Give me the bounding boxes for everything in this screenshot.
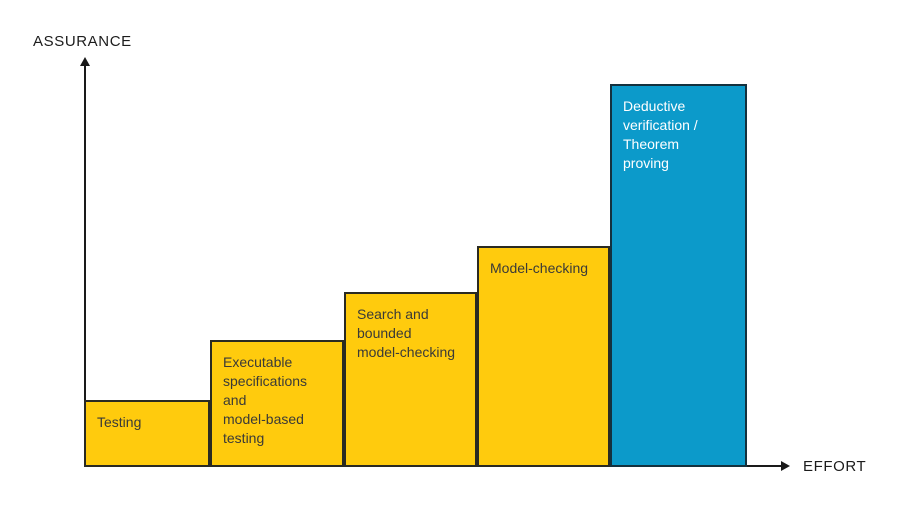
bar-label-line: Executable [223, 353, 293, 370]
bar-model-checking: Model-checking [477, 246, 610, 467]
bar-label-line: Testing [97, 413, 142, 430]
x-axis-label: EFFORT [803, 458, 867, 475]
y-axis-arrow-icon [80, 57, 90, 66]
bar-search-bounded-model-checking: Search and bounded model-checking [344, 291, 477, 467]
bar-label-line: verification / [623, 117, 698, 133]
bar-testing: Testing [84, 399, 210, 467]
bar-label-line: testing [223, 429, 265, 446]
y-axis-label: ASSURANCE [33, 33, 132, 50]
bar-deductive-verification-theorem-proving: Deductive verification / Theorem proving [610, 84, 747, 467]
bar-label-line: Deductive [623, 98, 686, 114]
bar-label-line: and [223, 391, 247, 408]
bar-label-line: Theorem [623, 136, 680, 152]
bar-label-line: Search and [357, 305, 429, 322]
bar-label-line: specifications [223, 372, 308, 389]
bar-label-line: proving [623, 155, 669, 171]
bar-label-line: model-based [223, 410, 304, 427]
bar-executable-specifications: Executable specifications and model-based te… [210, 339, 344, 467]
bar-label-line: Model-checking [490, 260, 589, 276]
bar-label-line: model-checking [357, 343, 456, 360]
y-axis-line [84, 64, 86, 467]
x-axis-arrow-icon [781, 461, 790, 471]
bar-label-line: bounded [357, 324, 412, 341]
